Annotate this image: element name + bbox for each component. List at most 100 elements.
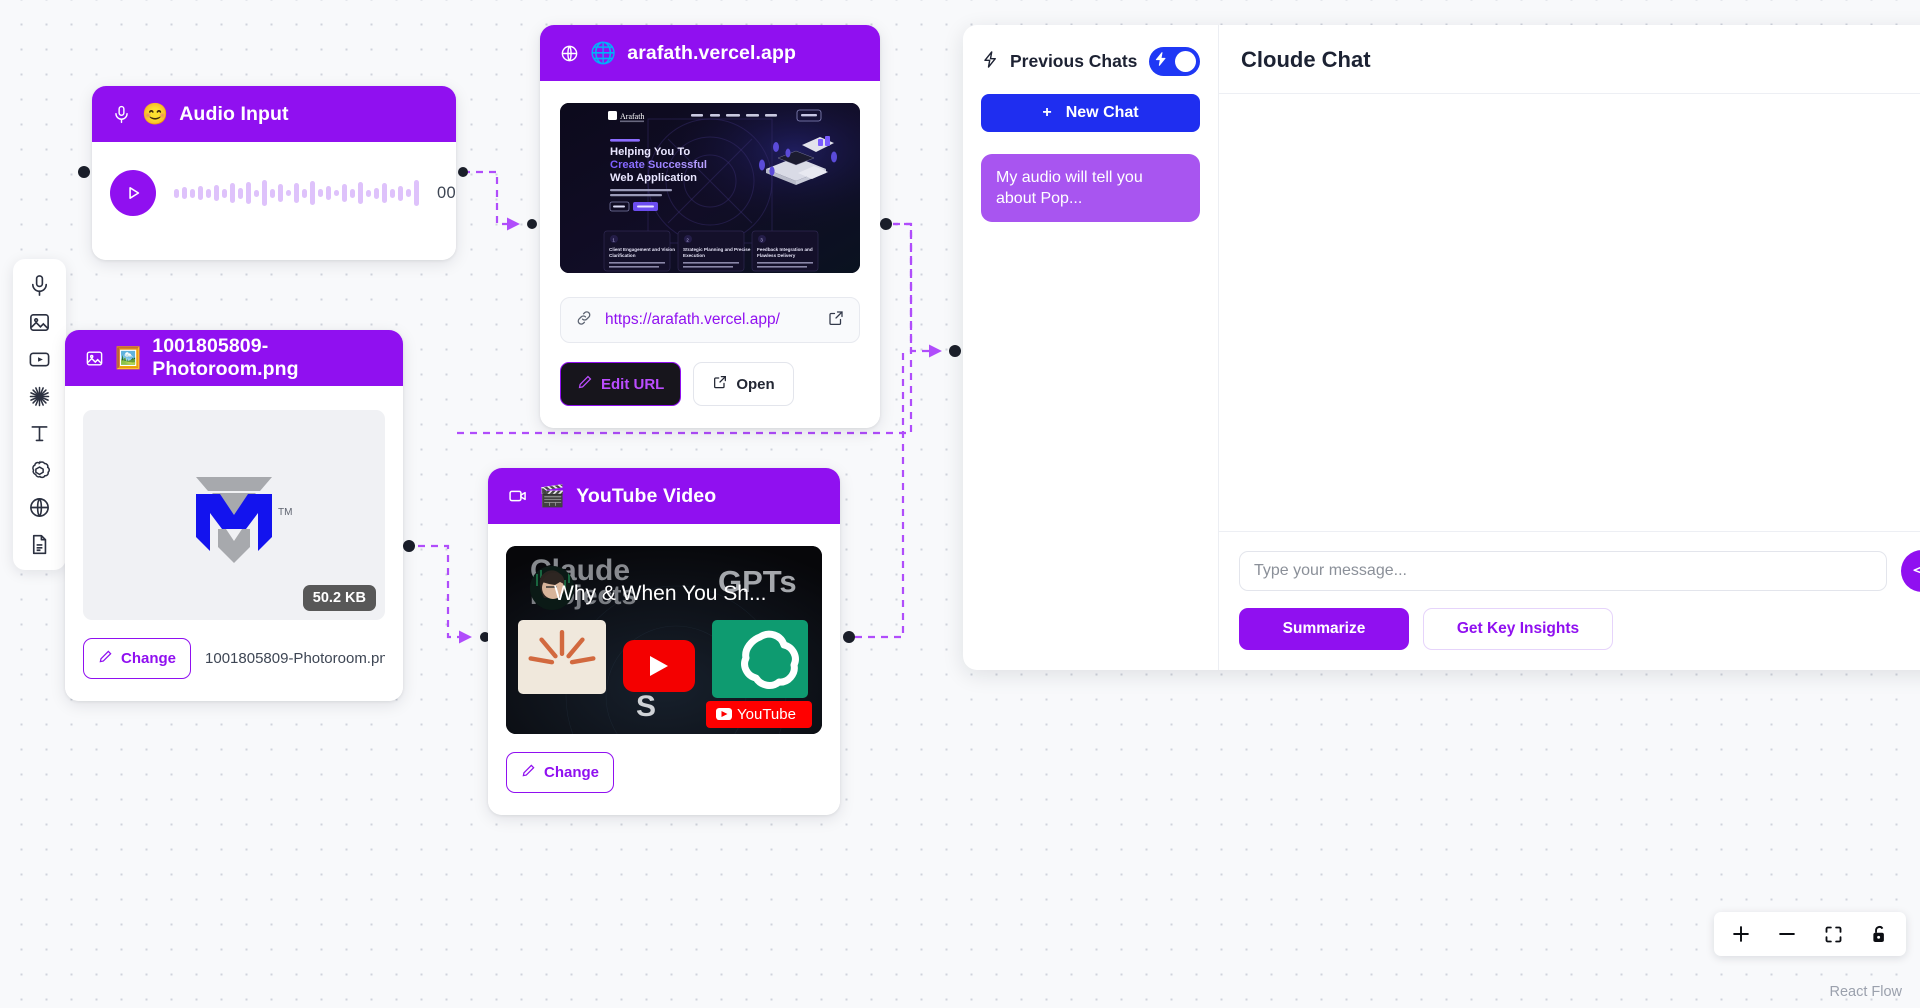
waveform-bar bbox=[414, 180, 419, 206]
edit-url-label: Edit URL bbox=[601, 375, 665, 393]
chat-panel[interactable]: Previous Chats + New Chat My audio will … bbox=[963, 25, 1920, 670]
waveform-bar bbox=[398, 185, 403, 201]
change-image-label: Change bbox=[121, 650, 177, 667]
plus-icon: + bbox=[1042, 104, 1052, 121]
send-button[interactable] bbox=[1901, 550, 1920, 592]
message-input[interactable] bbox=[1239, 551, 1887, 591]
react-flow-controls[interactable] bbox=[1714, 912, 1906, 956]
image-node[interactable]: 🖼️ 1001805809-Photoroom.png TM 50.2 KB bbox=[65, 330, 403, 701]
svg-text:Feedback Integration and: Feedback Integration and bbox=[757, 247, 813, 252]
waveform-bar bbox=[358, 182, 363, 204]
youtube-node-header: 🎬 YouTube Video bbox=[488, 468, 840, 524]
document-icon[interactable] bbox=[20, 528, 60, 560]
new-chat-button[interactable]: + New Chat bbox=[981, 94, 1200, 132]
zoom-in-icon[interactable] bbox=[1720, 914, 1762, 954]
website-preview-thumbnail[interactable]: Arafath Helping You To bbox=[560, 103, 860, 273]
edit-url-button[interactable]: Edit URL bbox=[560, 362, 682, 406]
zoom-out-icon[interactable] bbox=[1766, 914, 1808, 954]
svg-text:3: 3 bbox=[760, 237, 763, 242]
waveform-bar bbox=[230, 183, 235, 203]
bolt-icon bbox=[1153, 51, 1169, 72]
waveform-bar bbox=[334, 190, 339, 196]
waveform-bar bbox=[238, 187, 243, 199]
waveform-bar bbox=[262, 180, 267, 206]
website-node[interactable]: 🌐 arafath.vercel.app bbox=[540, 25, 880, 428]
svg-text:Execution: Execution bbox=[683, 253, 705, 258]
react-flow-attribution: React Flow bbox=[1829, 984, 1902, 1000]
openai-icon[interactable] bbox=[20, 454, 60, 486]
svg-text:Web Application: Web Application bbox=[610, 172, 697, 184]
image-node-header: 🖼️ 1001805809-Photoroom.png bbox=[65, 330, 403, 386]
waveform-bar bbox=[222, 188, 227, 198]
audio-waveform[interactable] bbox=[174, 180, 419, 206]
summarize-button[interactable]: Summarize bbox=[1239, 608, 1409, 650]
waveform-bar bbox=[294, 183, 299, 203]
change-video-button[interactable]: Change bbox=[506, 752, 615, 793]
text-icon[interactable] bbox=[20, 417, 60, 449]
fit-view-icon[interactable] bbox=[1812, 914, 1854, 954]
audio-node-body: 00:01 1x bbox=[92, 142, 456, 260]
change-image-button[interactable]: Change bbox=[83, 638, 192, 679]
svg-text:Client Engagement and Vision: Client Engagement and Vision bbox=[609, 247, 675, 252]
picture-emoji: 🖼️ bbox=[115, 346, 142, 370]
bolt-icon bbox=[981, 50, 1000, 74]
svg-text:Why & When You Sh...: Why & When You Sh... bbox=[554, 582, 766, 605]
waveform-bar bbox=[214, 185, 219, 201]
svg-text:Create Successful: Create Successful bbox=[610, 159, 707, 171]
image-icon[interactable] bbox=[20, 306, 60, 338]
audio-node-title: Audio Input bbox=[179, 102, 289, 125]
waveform-bar bbox=[286, 190, 291, 196]
waveform-bar bbox=[350, 188, 355, 198]
youtube-node[interactable]: 🎬 YouTube Video Claude Projects GPTs bbox=[488, 468, 840, 815]
open-url-button[interactable]: Open bbox=[693, 362, 794, 406]
chat-history-item[interactable]: My audio will tell you about Pop... bbox=[981, 154, 1200, 223]
audio-node-header: 😊 Audio Input bbox=[92, 86, 456, 142]
svg-text:Arafath: Arafath bbox=[620, 112, 644, 121]
waveform-bar bbox=[182, 187, 187, 199]
url-text: https://arafath.vercel.app/ bbox=[605, 311, 780, 328]
youtube-thumbnail[interactable]: Claude Projects GPTs bbox=[506, 546, 822, 734]
youtube-node-body: Claude Projects GPTs bbox=[488, 546, 840, 815]
url-display-row[interactable]: https://arafath.vercel.app/ bbox=[560, 297, 860, 343]
youtube-thumbnail-render: Claude Projects GPTs bbox=[506, 546, 822, 734]
play-button[interactable] bbox=[110, 170, 156, 216]
tool-rail[interactable] bbox=[13, 259, 66, 570]
waveform-bar bbox=[190, 188, 195, 198]
audio-input-node[interactable]: 😊 Audio Input 00:01 1x bbox=[92, 86, 456, 260]
waveform-bar bbox=[390, 188, 395, 198]
open-url-label: Open bbox=[736, 375, 775, 393]
globe-icon bbox=[560, 44, 579, 63]
external-link-icon[interactable] bbox=[827, 309, 845, 332]
svg-text:YouTube: YouTube bbox=[737, 706, 796, 723]
website-node-header: 🌐 arafath.vercel.app bbox=[540, 25, 880, 81]
mic-icon[interactable] bbox=[20, 269, 60, 301]
waveform-bar bbox=[246, 182, 251, 204]
svg-text:Clarification: Clarification bbox=[609, 253, 636, 258]
image-node-body: TM 50.2 KB Change 1001805809-Photoroom.p… bbox=[65, 410, 403, 701]
globe-icon[interactable] bbox=[20, 491, 60, 523]
audio-time: 00:01 bbox=[437, 183, 456, 202]
svg-text:GPTs: GPTs bbox=[718, 564, 797, 599]
svg-text:2: 2 bbox=[686, 237, 689, 242]
link-icon bbox=[575, 309, 593, 332]
lock-icon[interactable] bbox=[1858, 914, 1900, 954]
file-size-badge: 50.2 KB bbox=[302, 585, 376, 611]
video-icon bbox=[508, 486, 528, 506]
change-video-label: Change bbox=[544, 764, 600, 781]
chat-header: Cloude Chat bbox=[1219, 25, 1920, 94]
mic-icon bbox=[112, 105, 131, 124]
chat-message-stream bbox=[1219, 94, 1920, 531]
video-icon[interactable] bbox=[20, 343, 60, 375]
previous-chats-toggle[interactable] bbox=[1149, 47, 1200, 76]
claude-icon[interactable] bbox=[20, 380, 60, 412]
waveform-bar bbox=[174, 188, 179, 198]
waveform-bar bbox=[318, 189, 323, 197]
waveform-bar bbox=[406, 189, 411, 197]
chat-sidebar[interactable]: Previous Chats + New Chat My audio will … bbox=[963, 25, 1219, 670]
pencil-icon bbox=[577, 374, 593, 394]
globe-emoji: 🌐 bbox=[590, 41, 617, 65]
svg-text:Helping You To: Helping You To bbox=[610, 146, 690, 158]
youtube-node-title: YouTube Video bbox=[576, 484, 717, 507]
image-preview[interactable]: TM 50.2 KB bbox=[83, 410, 385, 620]
get-key-insights-button[interactable]: Get Key Insights bbox=[1423, 608, 1613, 650]
